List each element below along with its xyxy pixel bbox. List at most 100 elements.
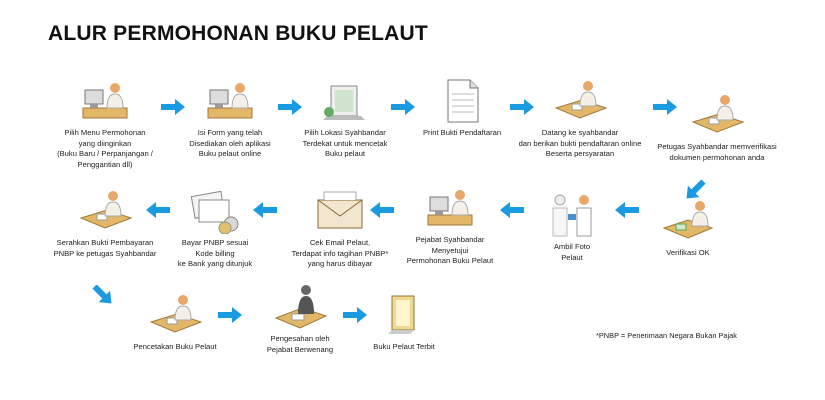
step-label-line: PNBP ke petugas Syahbandar (53, 248, 157, 258)
step-label-line: Pilih Menu Permohonan (64, 128, 146, 137)
person-verifying-icon (662, 201, 714, 239)
person-at-desk-icon (79, 191, 133, 229)
step-label-line: Buku Pelaut Terbit (373, 342, 435, 351)
arrow-shape (253, 202, 277, 218)
step-label: Verifikasi OK (603, 248, 773, 259)
step-label-line: Datang ke syahbandar (541, 128, 619, 137)
person-at-computer-icon (427, 190, 473, 226)
step-15-buku-terbit: Buku Pelaut Terbit (319, 292, 489, 353)
step-label-line: Kode billing (195, 248, 235, 258)
person-at-computer-icon (207, 83, 253, 119)
arrow-shape (370, 202, 394, 218)
arrow-shape (161, 99, 185, 115)
step-label-line: Pelaut (561, 252, 583, 262)
step-label: Cek Email Pelaut,Terdapat info tagihan P… (255, 238, 425, 270)
footnote-pnbp: *PNBP = Penerimaan Negara Bukan Pajak (596, 331, 737, 340)
building-icon (323, 85, 365, 120)
envelope-icon (317, 191, 363, 229)
step-label-line: Isi Form yang telah (197, 128, 263, 137)
step-label-line: dokumen permohonan anda (669, 152, 765, 162)
arrow-shape (653, 99, 677, 115)
step-label-line: Disediakan oleh aplikasi (189, 138, 271, 148)
step-label-line: Pencetakan Buku Pelaut (133, 342, 217, 351)
arrow-shape (146, 202, 170, 218)
arrow-shape (218, 307, 242, 323)
step-label-line: Terdapat info tagihan PNBP* (291, 248, 389, 258)
step-label-line: Pejabat Berwenang (266, 344, 334, 354)
arrow-right-icon (391, 99, 415, 115)
arrow-left-icon (500, 202, 524, 218)
money-icon (190, 190, 239, 234)
arrow-shape (500, 202, 524, 218)
person-at-desk-icon (554, 81, 608, 119)
arrow-shape (278, 99, 302, 115)
arrow-left-icon (253, 202, 277, 218)
arrow-down-right-icon (92, 285, 112, 304)
step-label-line: Buku pelaut online (198, 149, 262, 158)
step-label-line: Serahkan Bukti Pembayaran (56, 238, 154, 247)
arrow-shape (615, 202, 639, 218)
step-label-line: Pejabat Syahbandar (415, 235, 485, 244)
document-icon (447, 79, 479, 123)
arrow-left-icon (615, 202, 639, 218)
arrow-shape (343, 307, 367, 323)
step-label-line: yang harus dibayar (307, 259, 373, 268)
step-label: Pencetakan Buku Pelaut (90, 342, 260, 353)
book-icon (388, 295, 415, 334)
step-7-verifikasi-ok: Verifikasi OK (603, 198, 773, 259)
step-label: Buku Pelaut Terbit (319, 342, 489, 353)
page-title: ALUR PERMOHONAN BUKU PELAUT (48, 22, 428, 45)
step-label-line: Bayar PNBP sesuai (181, 238, 249, 247)
step-label-line: Pilih Lokasi Syahbandar (304, 128, 386, 137)
arrow-shape (686, 180, 706, 199)
step-4-print-bukti: Print Bukti Pendaftaran (377, 78, 547, 139)
step-label-line: yang diinginkan (78, 138, 132, 148)
arrow-shape (92, 285, 112, 304)
arrow-shape (391, 99, 415, 115)
step-10-cek-email: Cek Email Pelaut,Terdapat info tagihan P… (255, 188, 425, 270)
step-label-line: Buku pelaut (324, 149, 366, 158)
person-at-desk-icon (149, 295, 203, 333)
step-label: Print Bukti Pendaftaran (377, 128, 547, 139)
step-label-line: Terdekat untuk mencetak (302, 138, 388, 148)
arrow-right-icon (343, 307, 367, 323)
person-at-computer-icon (82, 83, 128, 119)
step-label-line: ke Bank yang ditunjuk (177, 259, 253, 268)
step-label-line: Beserta persyaratan (545, 149, 615, 158)
photo-people-icon (552, 194, 592, 237)
step-label-line: Pengesahan oleh (270, 334, 330, 343)
step-label-line: Ambil Foto (553, 242, 591, 251)
arrow-down-left-icon (686, 180, 706, 199)
person-signing-icon (274, 285, 328, 329)
arrow-left-icon (146, 202, 170, 218)
step-label-line: Verifikasi OK (666, 248, 710, 257)
arrow-right-icon (161, 99, 185, 115)
step-label-line: Menyetujui (431, 245, 469, 255)
arrow-shape (510, 99, 534, 115)
arrow-right-icon (218, 307, 242, 323)
step-label-line: (Buku Baru / Perpanjangan / (57, 149, 153, 158)
step-label-line: Permohonan Buku Pelaut (406, 256, 494, 265)
step-label-line: Penggantian dll) (77, 159, 133, 169)
step-label-line: Print Bukti Pendaftaran (422, 128, 502, 137)
person-at-desk-icon (691, 95, 745, 133)
